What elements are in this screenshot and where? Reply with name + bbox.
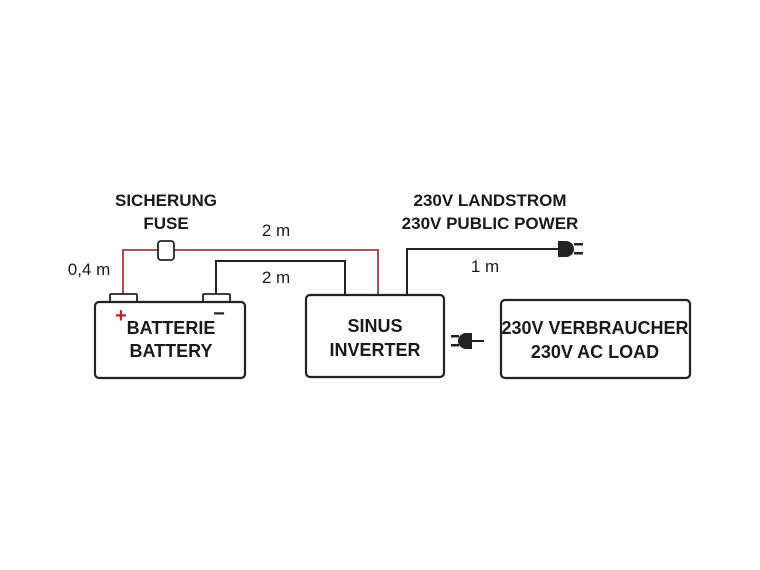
fuse-label-en: FUSE	[143, 214, 188, 233]
public-power-label-de: 230V LANDSTROM	[413, 191, 566, 210]
red-cable-length: 2 m	[262, 221, 290, 240]
battery-box	[93, 300, 247, 380]
load-label-de: 230V VERBRAUCHER	[501, 318, 688, 338]
power-cable-length: 1 m	[471, 257, 499, 276]
public-power-cable	[406, 248, 560, 295]
battery-plus-sign: +	[115, 305, 127, 327]
load-plug-icon	[451, 333, 484, 349]
fuse-label-de: SICHERUNG	[115, 191, 217, 210]
black-cable-length: 2 m	[262, 268, 290, 287]
fuse-icon	[157, 240, 175, 261]
inverter-label-2: INVERTER	[329, 340, 420, 360]
battery-minus-sign: −	[213, 303, 225, 325]
battery-label-en: BATTERY	[130, 341, 213, 361]
negative-wire	[215, 260, 346, 295]
load-box	[499, 298, 692, 380]
fuse-lead-length: 0,4 m	[68, 260, 111, 279]
inverter-label-1: SINUS	[347, 316, 402, 336]
public-power-label-en: 230V PUBLIC POWER	[402, 214, 579, 233]
inverter-box	[304, 293, 446, 379]
public-power-plug-icon	[558, 241, 583, 257]
positive-wire	[122, 249, 379, 295]
battery-label-de: BATTERIE	[127, 318, 216, 338]
load-label-en: 230V AC LOAD	[531, 342, 659, 362]
